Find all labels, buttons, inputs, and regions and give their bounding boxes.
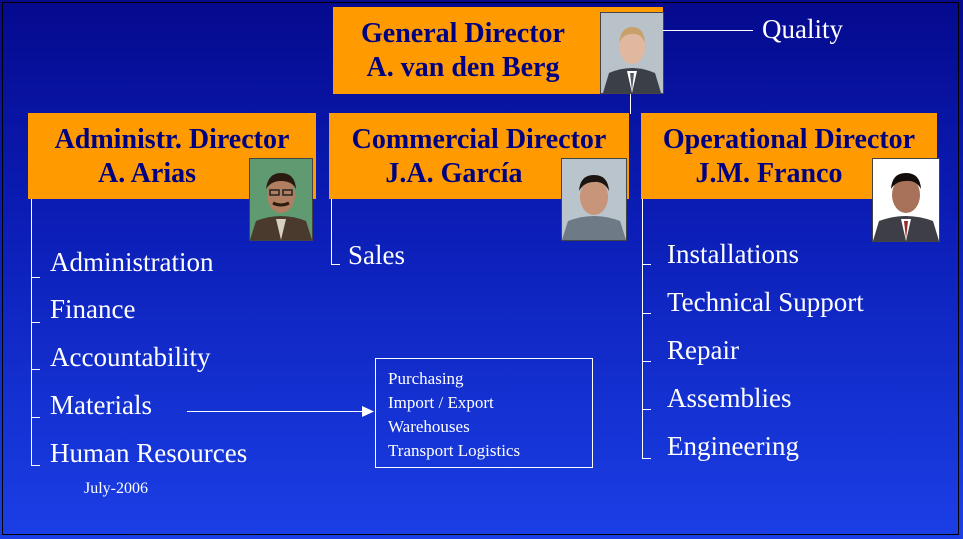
commercial-director-box: Commercial Director J.A. García bbox=[329, 113, 629, 199]
operational-tick-5 bbox=[642, 458, 651, 459]
quality-label: Quality bbox=[762, 14, 843, 44]
materials-subbox: Purchasing Import / Export Warehouses Tr… bbox=[375, 358, 593, 468]
commercial-director-photo bbox=[561, 158, 627, 241]
admin-column-line bbox=[31, 199, 32, 465]
operational-tick-1 bbox=[642, 264, 651, 265]
operational-tick-2 bbox=[642, 313, 651, 314]
operational-item-repair: Repair bbox=[667, 335, 739, 365]
operational-column-line bbox=[642, 199, 643, 458]
date-label: July-2006 bbox=[84, 480, 148, 497]
admin-tick-5 bbox=[31, 465, 40, 466]
quality-connector bbox=[663, 30, 753, 31]
operational-item-engineering: Engineering bbox=[667, 431, 799, 461]
materials-sub-warehouses: Warehouses bbox=[388, 417, 470, 436]
operational-director-name: J.M. Franco bbox=[695, 158, 843, 189]
commercial-director-title: Commercial Director bbox=[351, 124, 607, 155]
materials-sub-purchasing: Purchasing bbox=[388, 369, 464, 388]
admin-item-finance: Finance bbox=[50, 294, 136, 324]
operational-tick-3 bbox=[642, 361, 651, 362]
general-to-columns-line bbox=[630, 94, 631, 114]
operational-director-photo bbox=[872, 158, 940, 242]
commercial-item-sales: Sales bbox=[348, 240, 405, 270]
admin-item-accountability: Accountability bbox=[50, 342, 211, 372]
materials-sub-transport-logistics: Transport Logistics bbox=[388, 441, 521, 460]
admin-item-materials: Materials bbox=[50, 390, 152, 420]
commercial-tick-1 bbox=[331, 264, 340, 265]
commercial-director-name: J.A. García bbox=[385, 158, 523, 189]
materials-arrow-line bbox=[187, 411, 365, 412]
general-director-photo bbox=[600, 12, 664, 94]
admin-tick-2 bbox=[31, 322, 40, 323]
admin-tick-1 bbox=[31, 277, 40, 278]
operational-item-technical-support: Technical Support bbox=[667, 287, 864, 317]
admin-tick-3 bbox=[31, 369, 40, 370]
admin-director-box: Administr. Director A. Arias bbox=[28, 113, 316, 199]
admin-item-human-resources: Human Resources bbox=[50, 438, 248, 468]
admin-item-administration: Administration bbox=[50, 247, 214, 277]
general-director-name: A. van den Berg bbox=[366, 52, 560, 83]
admin-director-title: Administr. Director bbox=[54, 124, 290, 155]
admin-director-photo bbox=[249, 158, 313, 241]
general-director-title: General Director bbox=[361, 18, 565, 49]
materials-sub-import-export: Import / Export bbox=[388, 393, 494, 412]
operational-director-title: Operational Director bbox=[662, 124, 916, 155]
operational-tick-4 bbox=[642, 409, 651, 410]
materials-arrow-head bbox=[362, 406, 374, 417]
operational-item-installations: Installations bbox=[667, 239, 799, 269]
commercial-column-line bbox=[331, 199, 332, 264]
admin-tick-4 bbox=[31, 417, 40, 418]
operational-item-assemblies: Assemblies bbox=[667, 383, 792, 413]
admin-director-name: A. Arias bbox=[98, 158, 196, 189]
